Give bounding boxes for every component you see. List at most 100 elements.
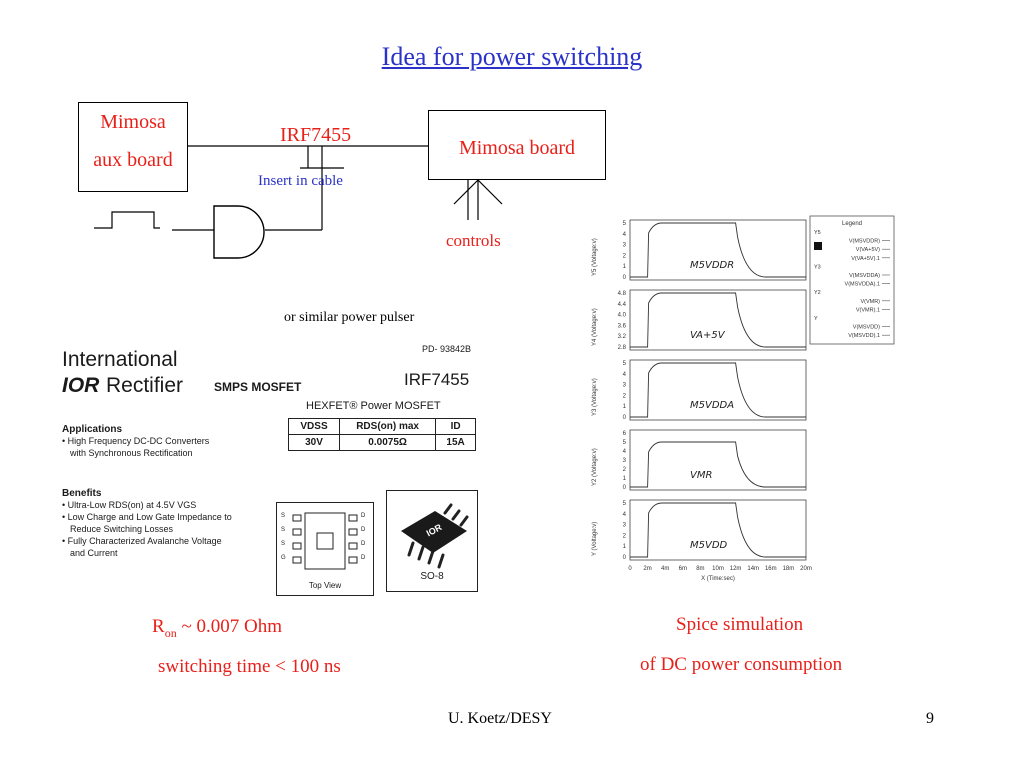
legend-entry: Y3 bbox=[814, 264, 821, 270]
y-tick-label: 1 bbox=[623, 476, 627, 482]
y-axis-label: Y4 (Voltage:v) bbox=[592, 308, 598, 346]
irf-label: IRF7455 bbox=[280, 124, 352, 146]
spec-value-vdss: 30V bbox=[287, 434, 341, 451]
y-tick-label: 3 bbox=[623, 243, 627, 249]
legend-entry: Y5 bbox=[814, 230, 821, 236]
pin-right-1: D bbox=[361, 513, 366, 519]
x-tick-label: 18m bbox=[783, 566, 795, 572]
hexfet-subtitle: HEXFET® Power MOSFET bbox=[306, 400, 441, 412]
y-tick-label: 1 bbox=[623, 264, 627, 270]
benefit-item-3: Reduce Switching Losses bbox=[70, 524, 174, 534]
benefit-item-5: and Current bbox=[70, 548, 118, 558]
company-name-line1: International bbox=[62, 348, 178, 371]
so8-chip-icon: IOR bbox=[401, 503, 469, 569]
y-tick-label: 2 bbox=[623, 253, 627, 259]
benefits-heading: Benefits bbox=[62, 488, 102, 499]
spec-value-rdson: 0.0075Ω bbox=[339, 434, 437, 451]
top-view-pinout: S S S G D D D D Top View bbox=[276, 502, 374, 596]
y-tick-label: 0 bbox=[623, 415, 627, 421]
legend-title: Legend bbox=[842, 221, 862, 227]
y-tick-label: 5 bbox=[623, 361, 627, 367]
pinout-drawing bbox=[292, 512, 358, 570]
handwritten-note: VMR bbox=[690, 470, 712, 481]
series-line bbox=[630, 292, 806, 348]
legend-entry: V(MSVDD) bbox=[853, 325, 880, 331]
pin-right-3: D bbox=[361, 541, 366, 547]
x-tick-label: 2m bbox=[643, 566, 651, 572]
pin-left-1: S bbox=[281, 513, 286, 519]
and-gate-symbol bbox=[213, 205, 265, 259]
slide-title: Idea for power switching bbox=[381, 42, 643, 71]
y-axis-label: Y (Voltage:v) bbox=[592, 522, 598, 556]
doc-number: PD- 93842B bbox=[422, 344, 472, 354]
legend-entry: Y bbox=[814, 316, 818, 322]
y-tick-label: 4.8 bbox=[618, 291, 627, 297]
handwritten-note: M5VDDA bbox=[690, 400, 734, 411]
application-item-2: with Synchronous Rectification bbox=[70, 448, 193, 458]
y-tick-label: 4 bbox=[623, 372, 627, 378]
spec-header-vdss: VDSS bbox=[287, 418, 341, 435]
pin-left-4: G bbox=[281, 555, 286, 561]
footer-author: U. Koetz/DESY bbox=[448, 710, 552, 727]
y-tick-label: 4 bbox=[623, 512, 627, 518]
page-number: 9 bbox=[926, 710, 934, 727]
y-tick-label: 3.6 bbox=[618, 323, 627, 329]
panel-frame bbox=[629, 359, 807, 421]
y-axis-label: Y2 (Voltage:v) bbox=[592, 448, 598, 486]
handwritten-note: M5VDDR bbox=[690, 260, 734, 271]
series-line bbox=[630, 362, 806, 418]
company-name-line2: Rectifier bbox=[106, 374, 184, 397]
y-axis-label: Y5 (Voltage:v) bbox=[592, 238, 598, 276]
legend-entry: V(MSVDDA) bbox=[849, 273, 880, 279]
legend-entry: V(VA+5V).1 bbox=[851, 256, 880, 262]
y-tick-label: 5 bbox=[623, 221, 627, 227]
y-tick-label: 5 bbox=[623, 501, 627, 507]
y-tick-label: 4 bbox=[623, 449, 627, 455]
spec-header-rdson: RDS(on) max bbox=[339, 418, 437, 435]
company-logo: IOR bbox=[62, 374, 100, 397]
spice-caption-line1: Spice simulation bbox=[676, 614, 804, 635]
y-tick-label: 3.2 bbox=[618, 334, 627, 340]
y-tick-label: 3 bbox=[623, 458, 627, 464]
so8-label: SO-8 bbox=[420, 571, 444, 582]
pulser-label: or similar power pulser bbox=[284, 310, 415, 325]
legend-entry: V(MSVDD).1 bbox=[848, 333, 880, 339]
switching-time-note: switching time < 100 ns bbox=[158, 656, 341, 677]
x-tick-label: 16m bbox=[765, 566, 777, 572]
pin-right-4: D bbox=[361, 555, 366, 561]
x-tick-label: 6m bbox=[679, 566, 687, 572]
y-tick-label: 2 bbox=[623, 467, 627, 473]
mimosa-aux-board-box: Mimosa aux board bbox=[78, 102, 188, 192]
series-line bbox=[630, 222, 806, 278]
panel-frame bbox=[629, 289, 807, 351]
so8-package-box: IOR SO-8 bbox=[386, 490, 478, 592]
aux-board-label-line1: Mimosa bbox=[100, 111, 166, 133]
y-tick-label: 0 bbox=[623, 555, 627, 561]
application-item-1: • High Frequency DC-DC Converters bbox=[62, 436, 210, 446]
x-tick-label: 10m bbox=[712, 566, 724, 572]
y-tick-label: 0 bbox=[623, 485, 627, 491]
x-tick-label: 20m bbox=[800, 566, 812, 572]
applications-heading: Applications bbox=[62, 424, 123, 435]
spec-header-id: ID bbox=[435, 418, 476, 435]
benefit-item-1: • Ultra-Low RDS(on) at 4.5V VGS bbox=[62, 500, 197, 510]
legend-entry: V(MSVDDR) bbox=[849, 239, 880, 245]
pulse-symbol bbox=[94, 211, 160, 229]
panel-frame bbox=[629, 219, 807, 281]
control-line-4 bbox=[477, 179, 503, 205]
x-axis-label: X (Time:sec) bbox=[701, 576, 735, 582]
spice-caption-line2: of DC power consumption bbox=[640, 654, 843, 675]
x-tick-label: 4m bbox=[661, 566, 669, 572]
legend-entry: Y2 bbox=[814, 290, 821, 296]
schematic-lines bbox=[94, 145, 503, 259]
legend-box bbox=[809, 215, 895, 345]
panel-frame bbox=[629, 429, 807, 491]
series-line bbox=[630, 441, 806, 488]
y-tick-label: 2 bbox=[623, 533, 627, 539]
benefit-item-2: • Low Charge and Low Gate Impedance to bbox=[62, 512, 232, 522]
x-tick-label: 14m bbox=[747, 566, 759, 572]
legend-entry: V(VMR) bbox=[860, 299, 880, 305]
y-tick-label: 0 bbox=[623, 275, 627, 281]
